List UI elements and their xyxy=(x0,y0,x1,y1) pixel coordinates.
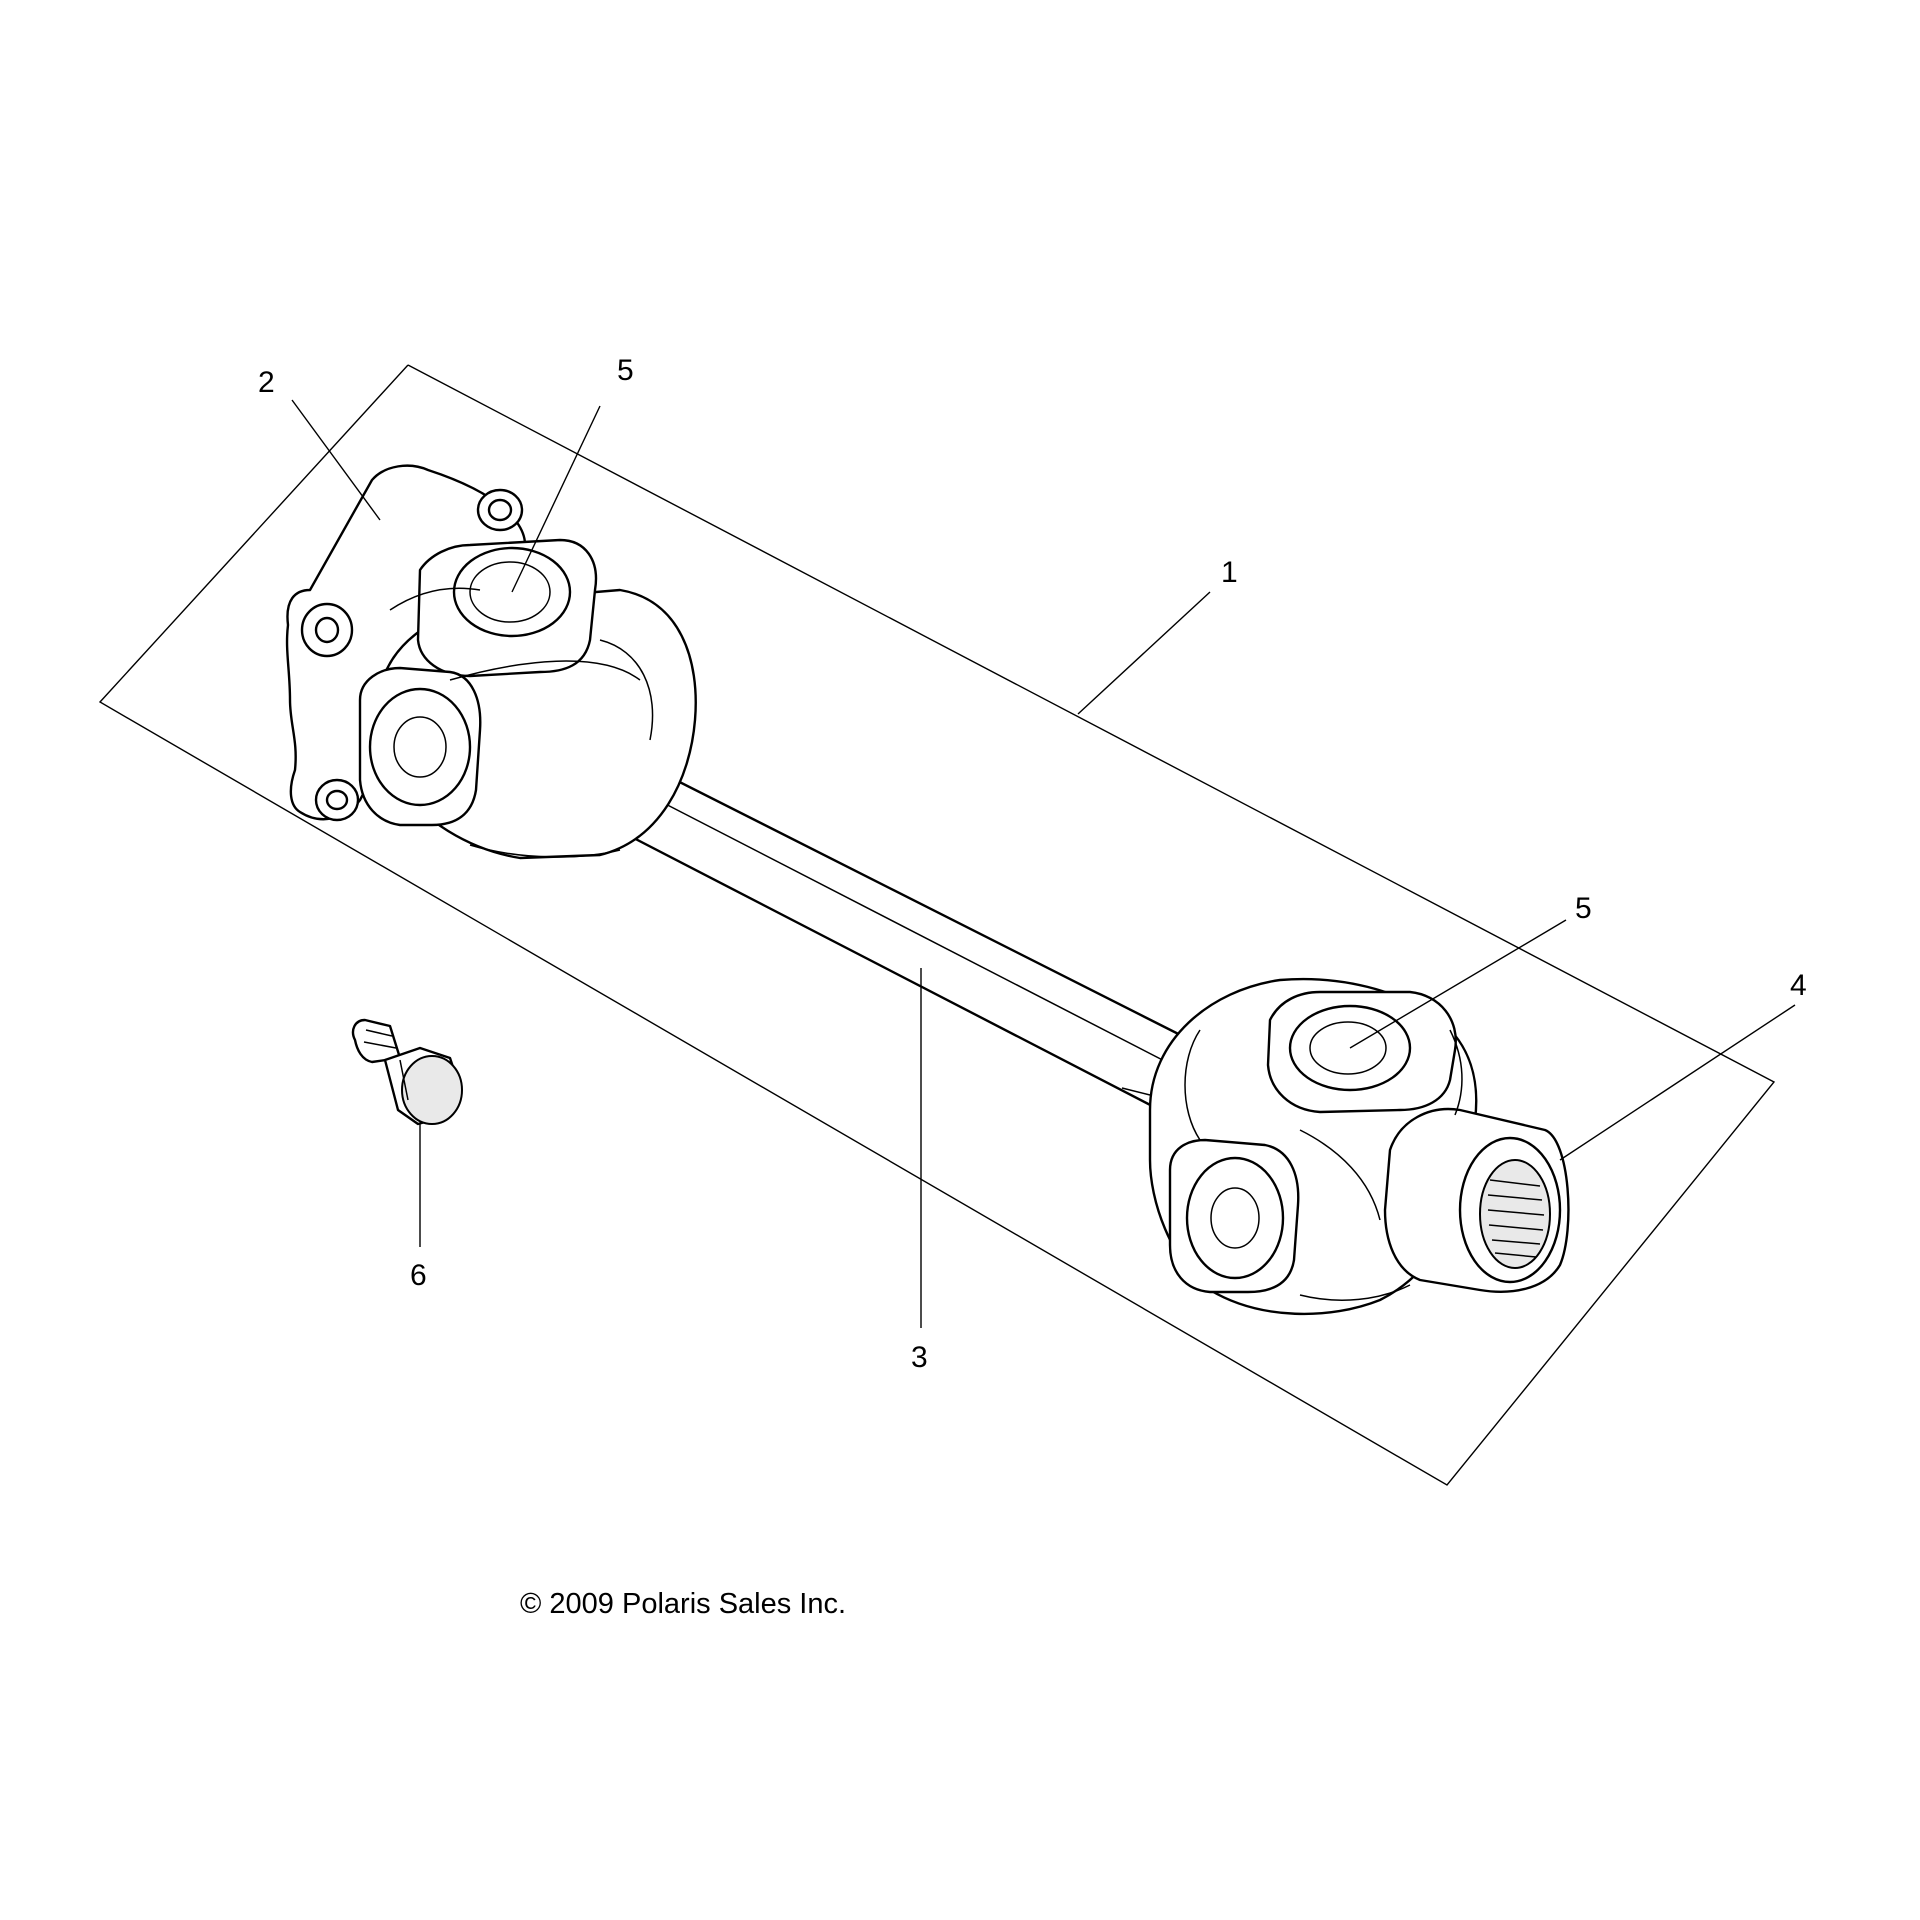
hex-bolt xyxy=(351,1018,463,1126)
rear-yoke-u-joint xyxy=(1121,977,1570,1316)
callout-labels: 1 2 3 4 5 5 6 xyxy=(258,354,1807,1374)
leader-lines xyxy=(291,399,1796,1328)
front-yoke-u-joint xyxy=(285,464,697,860)
callout-6: 6 xyxy=(410,1259,427,1292)
callout-2: 2 xyxy=(258,366,275,399)
copyright-notice: © 2009 Polaris Sales Inc. xyxy=(520,1588,846,1620)
callout-5-rear: 5 xyxy=(1575,892,1592,925)
assembly-box xyxy=(98,364,1776,1486)
callout-3: 3 xyxy=(911,1341,928,1374)
callout-5-front: 5 xyxy=(617,354,634,387)
shaft-tube xyxy=(583,753,1224,1112)
callout-4: 4 xyxy=(1790,969,1807,1002)
callout-1: 1 xyxy=(1221,556,1238,589)
